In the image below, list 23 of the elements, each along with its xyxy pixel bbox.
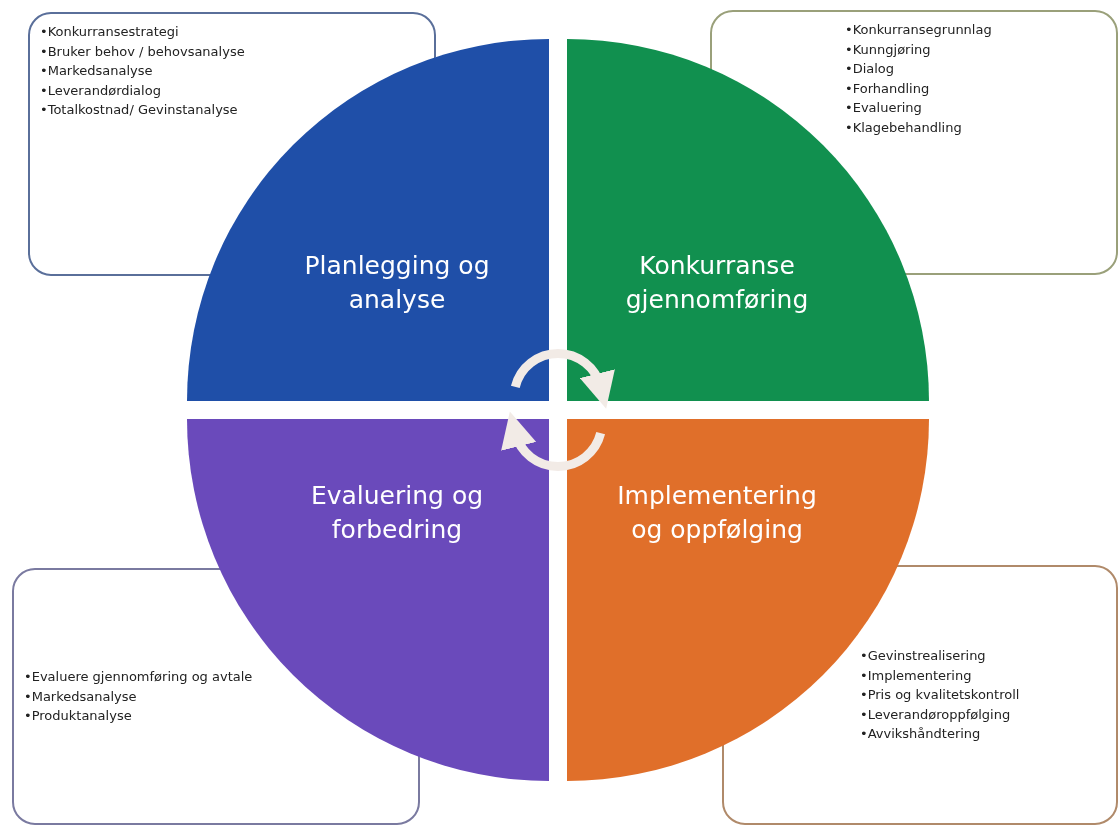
bullet-item: •Kunngjøring xyxy=(845,40,932,59)
quadrant-title: Konkurranse gjennomføring xyxy=(624,250,810,316)
bullet-item: •Bruker behov / behovsanalyse xyxy=(40,42,246,61)
bullet-item: •Totalkostnad/ Gevinstanalyse xyxy=(40,101,239,119)
quadrant-title: Planlegging og analyse xyxy=(303,250,491,316)
quadrant-title: Implementering og oppfølging xyxy=(616,480,818,546)
bullet-item: •Forhandling xyxy=(845,79,931,98)
bullet-item: •Evaluere gjennomføring og avtale xyxy=(24,668,254,687)
bullet-item: •Konkurransestrategi xyxy=(40,23,180,41)
bullet-item: •Leverandøroppfølging xyxy=(860,705,1012,724)
bullet-item: •Produktanalyse xyxy=(24,707,133,726)
bullet-item: •Gevinstrealisering xyxy=(860,647,987,666)
bullet-item: •Konkurransegrunnlag xyxy=(845,21,993,39)
bullet-item: •Avvikshåndtering xyxy=(860,725,982,744)
bullet-item: •Evaluering xyxy=(845,99,923,117)
bullet-item: •Implementering xyxy=(860,666,973,685)
bullet-item: •Pris og kvalitetskontroll xyxy=(860,686,1021,705)
bullet-item: •Markedsanalyse xyxy=(24,687,138,706)
quadrant-title: Evaluering og forbedring xyxy=(309,480,485,546)
bullet-item: •Markedsanalyse xyxy=(40,62,154,80)
bullet-item: •Leverandørdialog xyxy=(40,81,162,100)
bullet-item: •Klagebehandling xyxy=(845,118,963,137)
bullet-item: •Dialog xyxy=(845,60,896,78)
